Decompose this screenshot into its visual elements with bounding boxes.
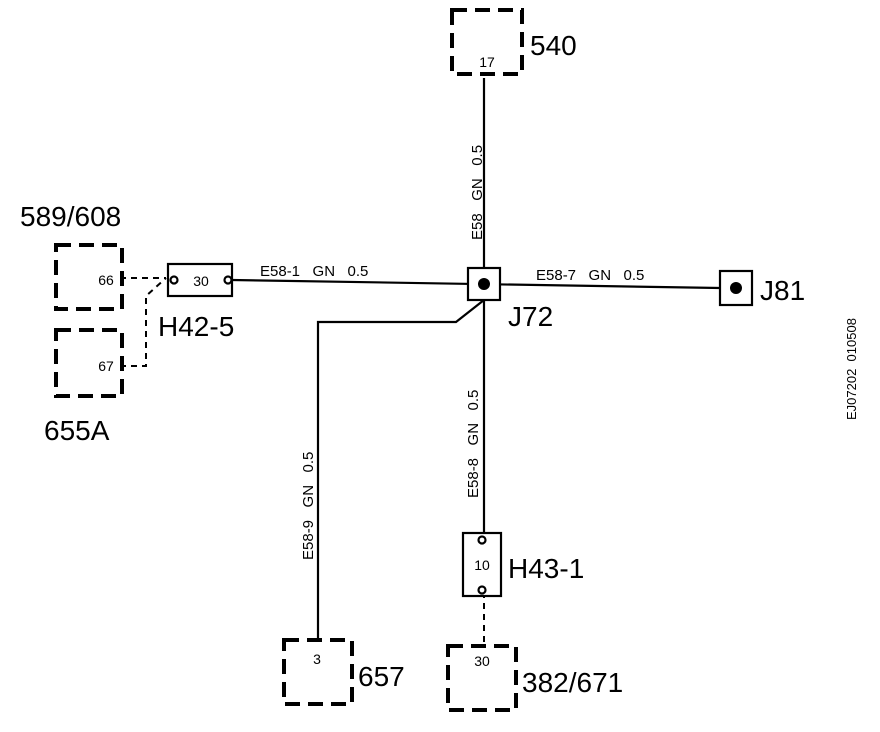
component-657: 3 657 (282, 638, 405, 706)
component-589-608-pin: 66 (98, 272, 114, 288)
wire-label-e58-8: E58-8 GN 0.5 (465, 390, 482, 498)
component-382-671: 30 382/671 (446, 644, 623, 712)
connector-h42-5: 30 H42-5 (158, 262, 234, 342)
junction-j72-label: J72 (508, 301, 553, 332)
component-382-671-label: 382/671 (522, 667, 623, 698)
connector-h42-5-pin: 30 (193, 273, 209, 289)
component-655a-label: 655A (44, 415, 110, 446)
junction-j72: J72 (466, 266, 553, 332)
component-657-pin: 3 (313, 651, 321, 667)
drawing-code: EJ07202 010508 (844, 318, 859, 420)
wire-label-e58-9: E58-9 GN 0.5 (300, 452, 317, 560)
wire-label-e58-7: E58-7 GN 0.5 (536, 267, 644, 284)
connector-h42-5-label: H42-5 (158, 311, 234, 342)
connector-h43-1-pin: 10 (474, 557, 490, 573)
component-382-671-pin: 30 (474, 653, 490, 669)
component-655a-pin: 67 (98, 358, 114, 374)
wire-label-e58: E58 GN 0.5 (469, 145, 486, 240)
connector-j81: J81 (718, 269, 805, 307)
component-589-608-label: 589/608 (20, 201, 121, 232)
connector-h43-1-label: H43-1 (508, 553, 584, 584)
connector-h43-1: 10 H43-1 (461, 531, 584, 598)
component-540-pin: 17 (479, 54, 495, 70)
component-589-608: 66 589/608 (20, 201, 124, 311)
connector-j81-label: J81 (760, 275, 805, 306)
component-540-label: 540 (530, 30, 577, 61)
component-657-label: 657 (358, 661, 405, 692)
wire-67-to-h42 (120, 277, 167, 367)
component-655a: 67 655A (44, 328, 124, 446)
wire-e58-9 (316, 299, 485, 640)
wire-label-e58-1: E58-1 GN 0.5 (260, 263, 368, 280)
component-540: 17 540 (450, 8, 577, 76)
